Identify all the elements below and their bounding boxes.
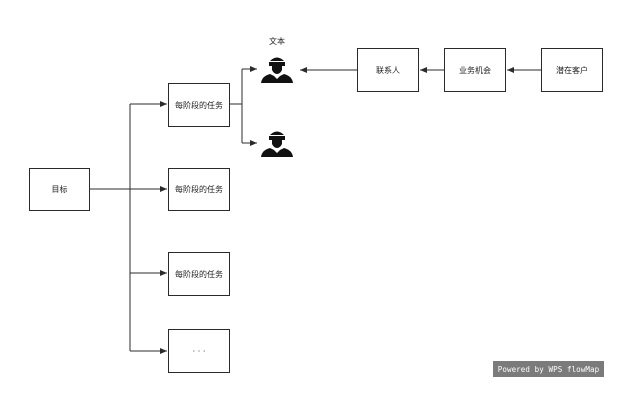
prospect-label: 潜在客户 xyxy=(556,65,588,75)
person-icon[interactable] xyxy=(260,55,294,83)
prospect-node[interactable]: 潜在客户 xyxy=(541,48,603,92)
contact-label: 联系人 xyxy=(376,65,400,75)
opportunity-label: 业务机会 xyxy=(459,65,491,75)
watermark-text: Powered by WPS flowMap xyxy=(497,364,600,374)
goal-label: 目标 xyxy=(51,185,68,194)
stage-node[interactable]: 每阶段的任务 xyxy=(168,252,230,296)
stage-node[interactable]: 每阶段的任务 xyxy=(168,83,230,127)
goal-node[interactable]: 目标 xyxy=(29,168,90,211)
person-caption: 文本 xyxy=(269,37,285,46)
opportunity-node[interactable]: 业务机会 xyxy=(444,48,506,92)
person-icon[interactable] xyxy=(260,129,294,157)
contact-node[interactable]: 联系人 xyxy=(357,48,419,92)
stage-label: 每阶段的任务 xyxy=(175,100,223,110)
stage-label: 每阶段的任务 xyxy=(175,185,223,194)
ellipsis-label: · · · xyxy=(192,346,206,356)
stage-node[interactable]: 每阶段的任务 xyxy=(168,168,230,211)
stage-node-ellipsis[interactable]: · · · xyxy=(168,329,230,373)
stage-label: 每阶段的任务 xyxy=(175,269,223,279)
watermark-badge: Powered by WPS flowMap xyxy=(493,361,604,377)
